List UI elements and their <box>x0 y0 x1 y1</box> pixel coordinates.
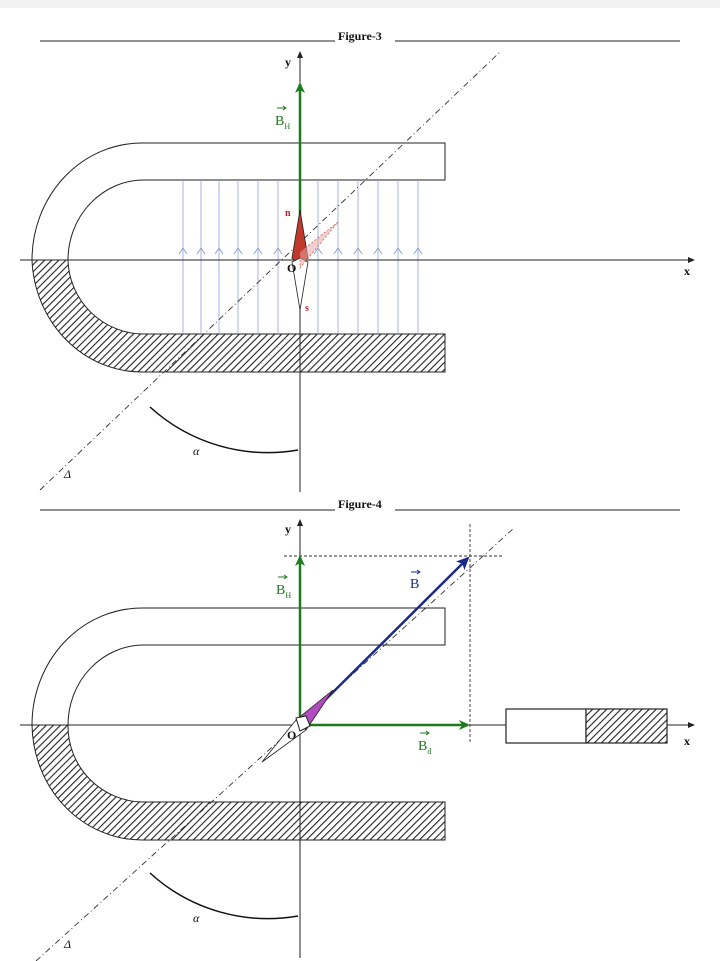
figure-3-title: Figure-3 <box>338 29 382 43</box>
magnet-south-branch <box>31 724 446 841</box>
figure-4-y-label: y <box>285 522 291 536</box>
figure-3-compass-needle <box>291 209 339 311</box>
figure-4-title: Figure-4 <box>338 497 382 511</box>
magnetic-field-lines <box>178 180 423 334</box>
figure-4-bd-label: Bd <box>418 739 431 756</box>
magnet-north-branch <box>31 142 446 261</box>
figure-4-bh-label: BH <box>276 583 291 600</box>
figure-3-y-label: y <box>285 55 291 69</box>
figure-3-delta-line <box>39 51 501 491</box>
figure-4-delta-line <box>35 527 515 961</box>
figure-4-origin-label: O <box>287 728 296 742</box>
figure-4: Figure-4 x y Δ BH Bd B <box>20 497 695 961</box>
bar-magnet-south-half <box>585 708 668 744</box>
bar-magnet-north-half <box>505 708 587 744</box>
figure-3-x-label: x <box>684 264 690 278</box>
figure-4-compass-needle <box>261 689 334 763</box>
figure-3-angle-arc <box>149 406 299 454</box>
figure-3-delta-label: Δ <box>63 467 71 481</box>
figure-4-x-label: x <box>684 734 690 748</box>
figure-4-b-label: B <box>410 577 419 592</box>
figure-4-angle-arc <box>149 872 299 920</box>
figure-3-south-pole-label: s <box>305 303 309 314</box>
magnet-south-branch <box>31 259 446 373</box>
figure-4-bar-magnet <box>505 708 668 744</box>
top-band <box>0 0 720 8</box>
figure-3-origin-label: O <box>287 261 296 275</box>
figure-3: Figure-3 x y BH <box>20 29 695 492</box>
figure-3-north-pole-label: n <box>285 208 291 219</box>
figure-4-angle-label: α <box>193 911 200 925</box>
figure-3-bh-label: BH <box>275 114 290 131</box>
figure-4-delta-label: Δ <box>63 937 71 951</box>
magnet-north-branch <box>31 607 446 726</box>
figure-3-angle-label: α <box>193 444 200 458</box>
